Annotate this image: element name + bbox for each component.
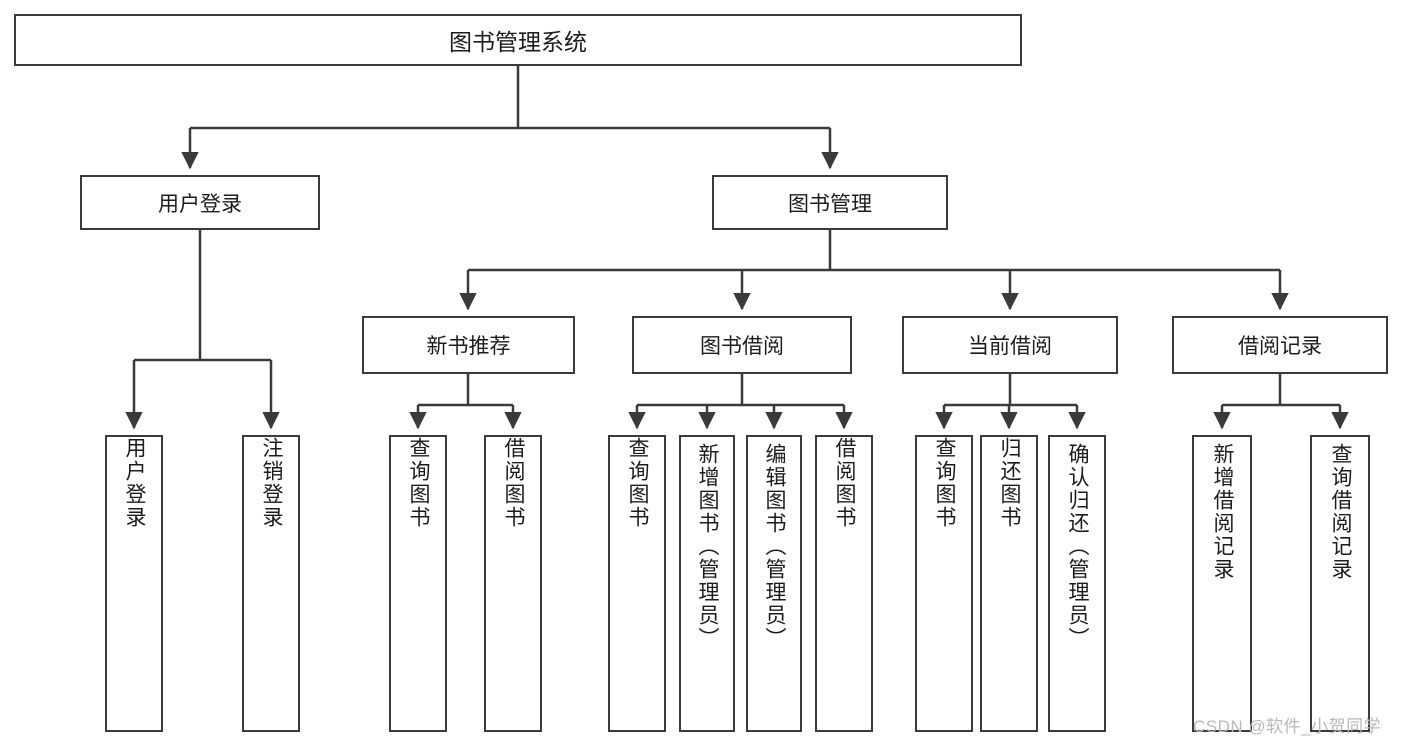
node-book-management-label: 图书管理 [788,192,872,216]
node-book-borrow-label: 图书借阅 [700,335,784,358]
leaf-query-book-borrow[interactable]: 查询图书 [608,435,666,732]
leaf-user-login-label: 用户登录 [123,437,147,529]
leaf-borrow-book-label: 借阅图书 [833,437,857,529]
leaf-query-borrow-record-label: 查询借阅记录 [1329,443,1353,581]
leaf-edit-book-admin[interactable]: 编辑图书（管理员） [746,435,802,732]
leaf-logout-login-label: 注销登录 [260,437,284,529]
node-book-management[interactable]: 图书管理 [712,175,948,230]
leaf-logout-login[interactable]: 注销登录 [242,435,300,732]
node-current-borrow-label: 当前借阅 [968,335,1052,358]
leaf-borrow-book[interactable]: 借阅图书 [815,435,873,732]
leaf-add-borrow-record[interactable]: 新增借阅记录 [1192,435,1252,732]
leaf-query-borrow-record[interactable]: 查询借阅记录 [1310,435,1370,732]
leaf-confirm-return-admin-label: 确认归还（管理员） [1066,443,1090,650]
leaf-query-book-recommend[interactable]: 查询图书 [389,435,447,732]
leaf-add-book-admin-label: 新增图书（管理员） [696,443,720,650]
leaf-return-book-label: 归还图书 [998,437,1022,529]
leaf-query-book-current-label: 查询图书 [933,437,957,529]
node-user-login-label: 用户登录 [158,192,242,216]
leaf-edit-book-admin-label: 编辑图书（管理员） [763,443,787,650]
node-new-book-recommend[interactable]: 新书推荐 [362,316,575,374]
node-book-borrow[interactable]: 图书借阅 [632,316,852,374]
leaf-add-book-admin[interactable]: 新增图书（管理员） [679,435,735,732]
leaf-borrow-book-recommend[interactable]: 借阅图书 [484,435,542,732]
watermark-text: CSDN @软件_小贺同学 [1193,717,1382,736]
node-root[interactable]: 图书管理系统 [14,14,1022,66]
leaf-query-book-borrow-label: 查询图书 [626,437,650,529]
leaf-borrow-book-recommend-label: 借阅图书 [502,437,526,529]
leaf-query-book-recommend-label: 查询图书 [407,437,431,529]
leaf-user-login[interactable]: 用户登录 [105,435,163,732]
leaf-add-borrow-record-label: 新增借阅记录 [1211,443,1235,581]
node-current-borrow[interactable]: 当前借阅 [902,316,1118,374]
leaf-query-book-current[interactable]: 查询图书 [915,435,973,732]
node-borrow-records-label: 借阅记录 [1238,335,1322,358]
leaf-return-book[interactable]: 归还图书 [980,435,1038,732]
node-user-login[interactable]: 用户登录 [80,175,320,230]
node-new-book-recommend-label: 新书推荐 [426,335,511,358]
leaf-confirm-return-admin[interactable]: 确认归还（管理员） [1048,435,1106,732]
node-root-label: 图书管理系统 [449,29,587,55]
node-borrow-records[interactable]: 借阅记录 [1172,316,1388,374]
